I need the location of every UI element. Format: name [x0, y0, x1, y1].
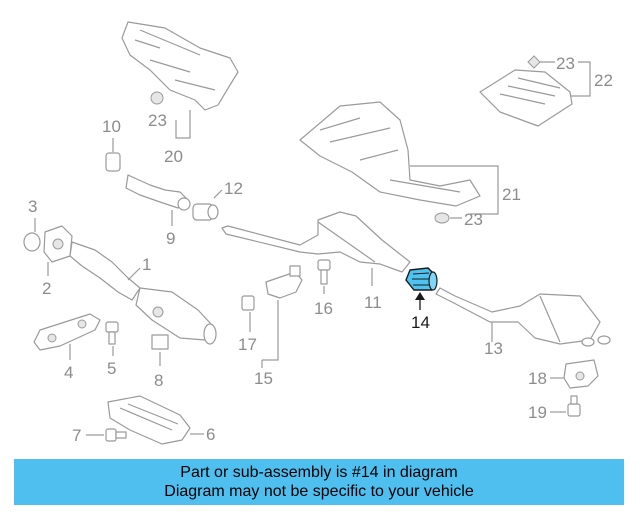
callout-21: 21 — [502, 185, 521, 204]
part-8-clip[interactable] — [151, 334, 169, 350]
callout-4: 4 — [64, 363, 73, 382]
part-21-heat-shield[interactable] — [299, 101, 481, 207]
callout-2: 2 — [42, 279, 51, 298]
part-1-catalytic-converter[interactable] — [69, 241, 217, 345]
callout-23-lower: 23 — [464, 210, 483, 229]
callout-9: 9 — [166, 229, 175, 248]
callout-13: 13 — [484, 339, 503, 358]
callout-7: 7 — [72, 426, 81, 445]
callout-16: 16 — [314, 299, 333, 318]
part-23-clip-rear[interactable] — [527, 55, 541, 69]
callout-6: 6 — [206, 425, 215, 444]
part-5-bolt[interactable] — [105, 321, 119, 345]
part-10-clamp[interactable] — [105, 152, 121, 172]
part-16-stud[interactable] — [317, 259, 331, 285]
part-22-rear-heat-shield[interactable] — [479, 69, 573, 127]
callout-1: 1 — [142, 255, 151, 274]
part-7-bolt[interactable] — [105, 428, 127, 442]
part-2-flange[interactable] — [43, 225, 73, 263]
callout-14: 14 — [411, 313, 430, 332]
callout-19: 19 — [528, 403, 547, 422]
callout-20: 20 — [164, 147, 183, 166]
info-banner: Part or sub-assembly is #14 in diagram D… — [14, 459, 624, 505]
exhaust-parts-diagram: 23 20 10 9 12 3 2 1 4 — [23, 21, 613, 445]
callout-12: 12 — [224, 179, 243, 198]
banner-line-1: Part or sub-assembly is #14 in diagram — [180, 464, 458, 481]
part-20-heat-shield[interactable] — [121, 21, 239, 111]
callout-23-rear: 23 — [556, 54, 575, 73]
callout-22: 22 — [594, 71, 613, 90]
callout-3: 3 — [28, 197, 37, 216]
part-15-hanger-bracket[interactable] — [265, 265, 303, 299]
part-19-bolt[interactable] — [567, 395, 581, 417]
part-12-clamp[interactable] — [192, 203, 219, 221]
callout-8: 8 — [154, 371, 163, 390]
part-4-bracket[interactable] — [33, 313, 101, 351]
part-14-clamp-highlighted[interactable] — [405, 267, 438, 291]
part-9-front-pipe[interactable] — [125, 174, 191, 211]
callout-5: 5 — [107, 359, 116, 378]
callout-11: 11 — [364, 293, 382, 312]
banner-line-2: Diagram may not be specific to your vehi… — [164, 483, 474, 500]
part-17-bushing[interactable] — [241, 295, 255, 311]
part-3-gasket[interactable] — [23, 232, 41, 252]
callout-18: 18 — [528, 369, 547, 388]
part-13-rear-muffler[interactable] — [435, 287, 611, 347]
callout-15: 15 — [254, 369, 273, 388]
part-6-lower-heat-shield[interactable] — [107, 395, 191, 445]
part-23-grommet-lower[interactable] — [434, 212, 450, 224]
part-18-hanger[interactable] — [563, 359, 599, 389]
callout-23-upper: 23 — [148, 111, 167, 130]
callout-17: 17 — [238, 335, 257, 354]
part-11-intermediate-pipe[interactable] — [221, 211, 411, 273]
callout-10: 10 — [102, 117, 121, 136]
